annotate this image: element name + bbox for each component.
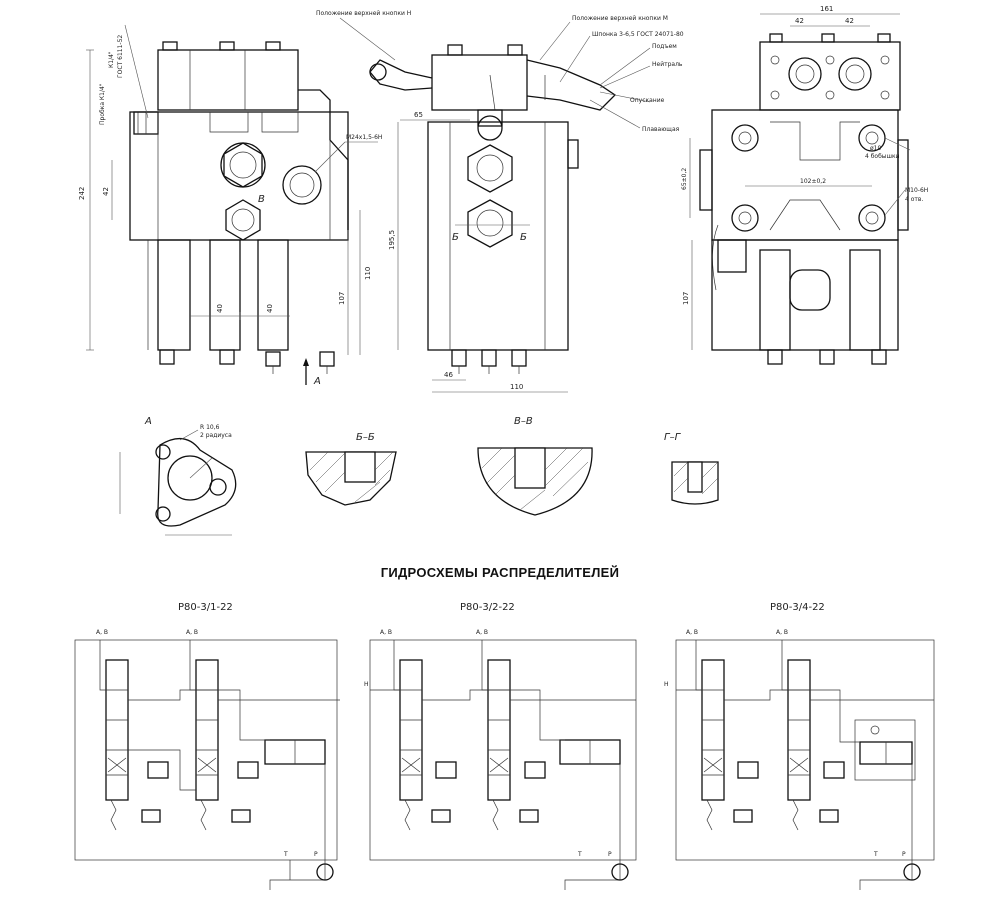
scheme-3: Р80-3/4-22 A, B A, B H T P — [664, 602, 935, 890]
dim-110-side: 110 — [510, 383, 523, 391]
dim-65-right: 65±0,2 — [681, 168, 688, 190]
detail-a-note-1: R 10,6 — [200, 424, 220, 431]
schemes-title: ГИДРОСХЕМЫ РАСПРЕДЕЛИТЕЛЕЙ — [380, 565, 620, 580]
scheme-1-port-ab-1: A, B — [96, 629, 108, 636]
thread-m24: М24х1,5-6Н — [346, 134, 382, 141]
scheme-2-port-ab-1: A, B — [380, 629, 392, 636]
dim-110: 110 — [364, 267, 372, 280]
scheme-2-name: Р80-3/2-22 — [460, 602, 515, 613]
scheme-2-port-p: P — [608, 851, 612, 858]
detail-a-label: А — [144, 416, 152, 427]
side-view: Б Б 195,5 65 46 110 Положение верхней кн… — [316, 10, 684, 393]
dim-102: 102±0,2 — [800, 178, 826, 185]
label-neutral: Нейтраль — [652, 61, 683, 68]
scheme-3-port-t: T — [873, 851, 878, 858]
scheme-3-port-h: H — [664, 681, 669, 688]
scheme-2-port-h: H — [364, 681, 369, 688]
scheme-3-port-ab-1: A, B — [686, 629, 698, 636]
detail-a-note-2: 2 радиуса — [200, 432, 232, 439]
section-b-left: Б — [452, 232, 459, 243]
scheme-2-port-t: T — [577, 851, 582, 858]
scheme-1-port-t: T — [283, 851, 288, 858]
dim-height: 242 — [78, 187, 86, 200]
label-handle-h: Положение верхней кнопки Н — [316, 10, 411, 17]
scheme-3-port-p: P — [902, 851, 906, 858]
thread-label-1: К1/4" — [108, 51, 115, 68]
label-float: Плавающая — [642, 126, 680, 133]
section-v-v: В–В — [477, 416, 593, 516]
dim-161: 161 — [820, 5, 833, 13]
section-bb-label: Б–Б — [356, 432, 375, 443]
scheme-1: Р80-3/1-22 A, B A, B T P — [74, 602, 340, 890]
scheme-2-port-ab-2: A, B — [476, 629, 488, 636]
dim-phi10: ø10 — [870, 145, 881, 152]
thread-m10: М10-6Н — [905, 187, 928, 194]
dim-107-right: 107 — [682, 292, 690, 305]
label-lower: Опускание — [630, 97, 665, 104]
scheme-3-port-ab-2: A, B — [776, 629, 788, 636]
front-view: 242 42 107 110 40 40 К1/4" ГОСТ 6111-52 … — [78, 24, 382, 387]
dim-107: 107 — [338, 292, 346, 305]
dim-65: 65 — [414, 111, 423, 119]
section-v-mark: В — [258, 194, 265, 205]
right-view: 161 42 42 102±0,2 65±0,2 107 ø10 4 бобыш… — [681, 5, 928, 365]
section-b-b: Б–Б — [305, 432, 397, 506]
section-vv-label: В–В — [514, 416, 533, 427]
dim-40b: 40 — [266, 304, 274, 313]
label-handle-m: Положение верхней кнопки М — [572, 15, 668, 22]
dim-42b: 42 — [845, 17, 854, 25]
scheme-2: Р80-3/2-22 A, B A, B H T P — [364, 602, 637, 890]
scheme-1-port-p: P — [314, 851, 318, 858]
plug-label: Пробка К1/4" — [99, 83, 106, 125]
label-lift: Подъем — [652, 43, 677, 50]
dim-195: 195,5 — [388, 230, 396, 250]
view-a-mark: А — [313, 376, 321, 387]
section-g-g: Г–Г — [664, 432, 719, 505]
section-b-right: Б — [520, 232, 527, 243]
dim-42: 42 — [102, 187, 110, 196]
label-key: Шпонка 3-6,5 ГОСТ 24071-80 — [592, 31, 684, 38]
thread-label-2: ГОСТ 6111-52 — [117, 35, 124, 78]
dim-40a: 40 — [216, 304, 224, 313]
scheme-3-name: Р80-3/4-22 — [770, 602, 825, 613]
note-bosses: 4 бобышки — [865, 153, 900, 160]
scheme-1-name: Р80-3/1-22 — [178, 602, 233, 613]
section-gg-label: Г–Г — [664, 432, 682, 443]
dim-42a: 42 — [795, 17, 804, 25]
dim-46: 46 — [444, 371, 453, 379]
scheme-1-port-ab-2: A, B — [186, 629, 198, 636]
detail-a: А R 10,6 2 радиуса — [119, 416, 237, 536]
note-4-holes: 4 отв. — [905, 196, 923, 203]
